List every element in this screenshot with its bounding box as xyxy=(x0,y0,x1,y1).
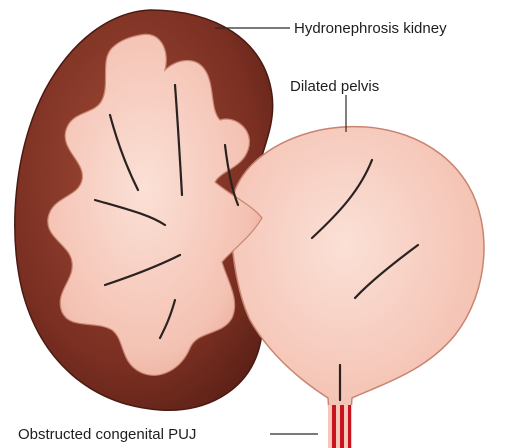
label-hydronephrosis-kidney: Hydronephrosis kidney xyxy=(294,20,447,37)
dilated-pelvis xyxy=(231,127,484,425)
ureter xyxy=(328,405,352,448)
label-obstructed-puj: Obstructed congenital PUJ xyxy=(18,426,196,443)
label-dilated-pelvis: Dilated pelvis xyxy=(290,78,379,95)
